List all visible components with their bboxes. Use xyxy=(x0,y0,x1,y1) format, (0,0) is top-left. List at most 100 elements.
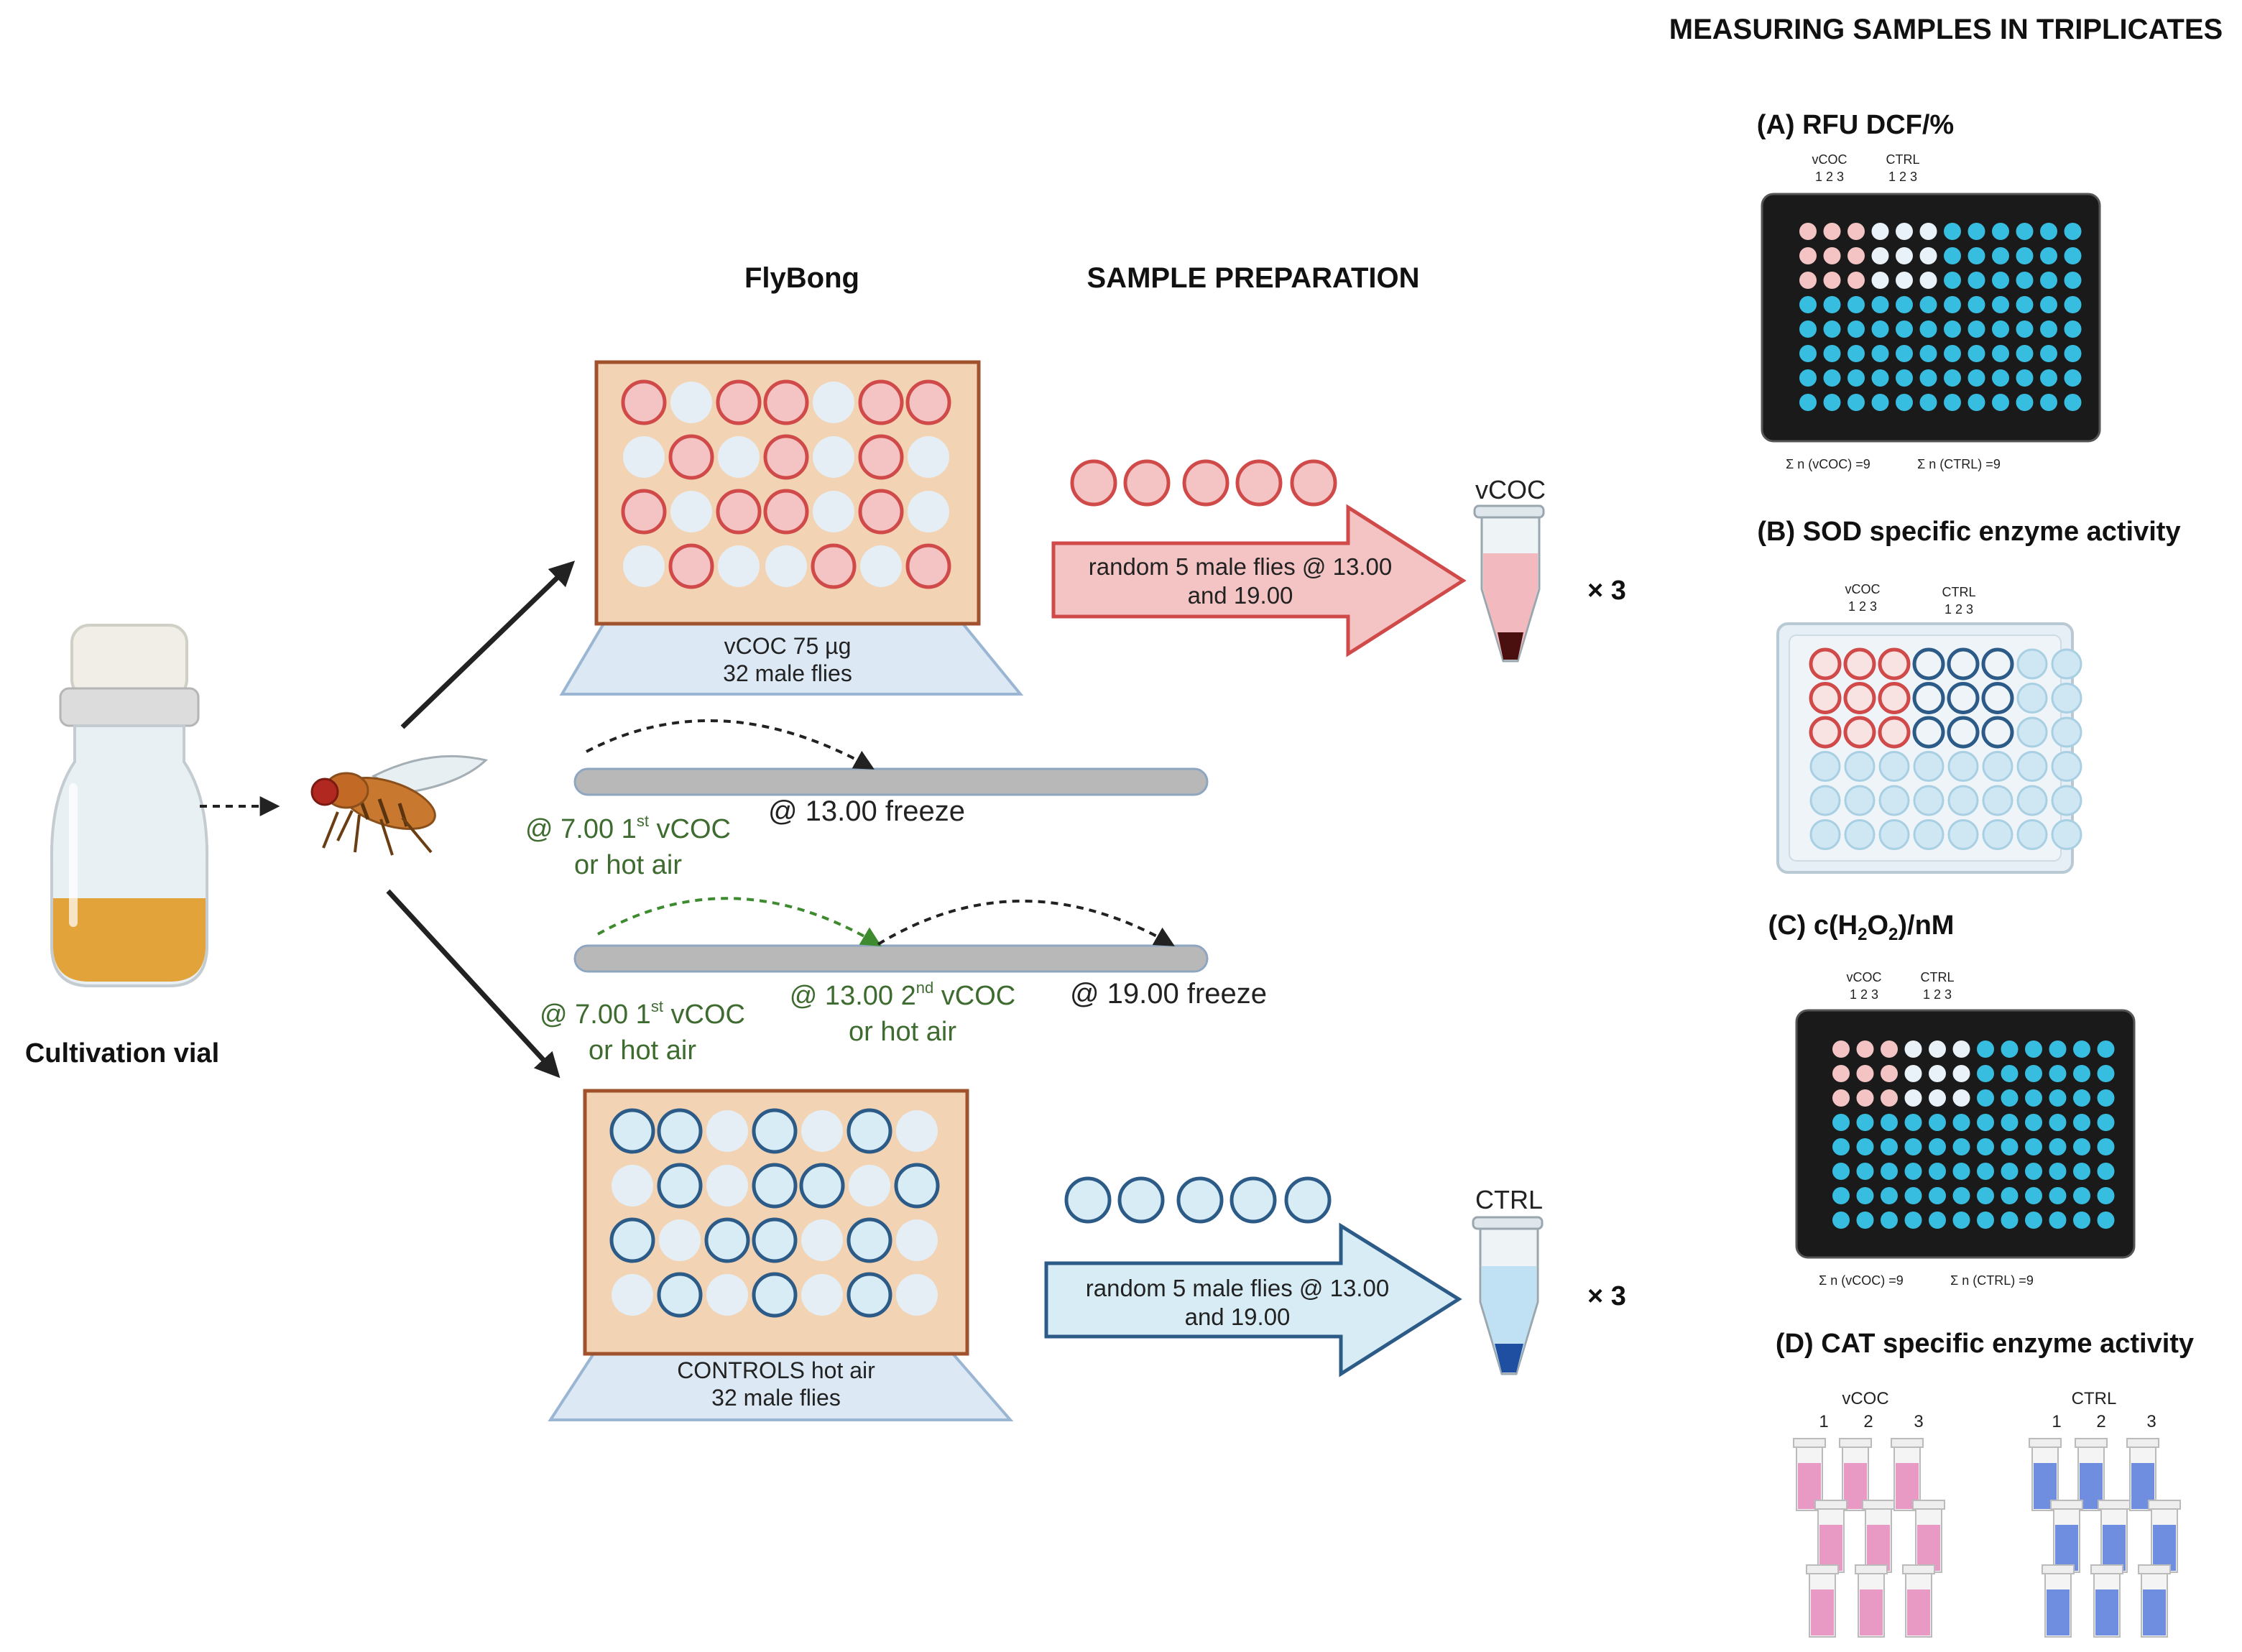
fly-well xyxy=(706,1274,748,1316)
plate-well xyxy=(2073,1138,2090,1155)
panel-d-g1-n2: 2 xyxy=(1863,1412,1873,1431)
flybong-header: FlyBong xyxy=(744,262,859,294)
plate-well xyxy=(2040,272,2057,289)
fly-well xyxy=(763,489,809,535)
panel-a-group1: vCOC xyxy=(1812,152,1847,167)
sod-well xyxy=(1947,785,1979,816)
plate-well xyxy=(1799,247,1817,264)
sod-well xyxy=(2051,751,2082,782)
plate-well xyxy=(1856,1114,1874,1131)
plate-well xyxy=(2097,1114,2115,1131)
vcoc-cuvettes xyxy=(1793,1438,1945,1638)
plate-well xyxy=(2097,1187,2115,1204)
sample-circle xyxy=(1284,1176,1332,1224)
plate-well xyxy=(2049,1187,2067,1204)
plate-well xyxy=(2049,1089,2067,1107)
plate-well xyxy=(2097,1065,2115,1082)
ctrl-times-label: × 3 xyxy=(1587,1281,1626,1311)
timeline2-mid-label: @ 13.00 2nd vCOC xyxy=(790,979,1015,1011)
timeline2-end-label: @ 19.00 freeze xyxy=(1070,978,1267,1010)
plate-well xyxy=(1967,272,1985,289)
fly-well xyxy=(801,1274,843,1316)
panel-c-group1: vCOC xyxy=(1847,970,1882,984)
plate-well xyxy=(1944,369,1961,387)
plate-well xyxy=(1823,320,1841,338)
plate-well xyxy=(2049,1163,2067,1180)
plate-well xyxy=(1832,1163,1850,1180)
plate-well xyxy=(1881,1065,1898,1082)
fly-well xyxy=(905,379,951,425)
plate-well xyxy=(1977,1114,1994,1131)
plate-well xyxy=(1896,320,1913,338)
plate-well xyxy=(2064,369,2082,387)
panel-d-g2-n2: 2 xyxy=(2096,1412,2105,1431)
fly-well xyxy=(813,436,854,478)
plate-well xyxy=(2016,223,2034,240)
plate-well xyxy=(2001,1089,2019,1107)
plate-well xyxy=(2049,1040,2067,1058)
plate-well xyxy=(1904,1212,1922,1229)
plate-well xyxy=(1944,223,1961,240)
cuvette-icon xyxy=(2148,1500,2181,1573)
sample-circle xyxy=(1070,459,1117,507)
sod-well xyxy=(1843,716,1876,749)
plate-well xyxy=(1832,1114,1850,1131)
panel-a-group2-nums: 1 2 3 xyxy=(1888,170,1917,184)
plate-well xyxy=(2049,1212,2067,1229)
fly-well xyxy=(609,1108,655,1154)
cuvette-icon xyxy=(1855,1564,1888,1638)
panel-b-group1: vCOC xyxy=(1845,582,1881,596)
sod-well xyxy=(1878,819,1910,850)
plate-well xyxy=(1823,247,1841,264)
cuvette-icon xyxy=(2050,1500,2083,1573)
fruit-fly-icon xyxy=(310,755,489,856)
vcoc-tube-icon xyxy=(1473,504,1545,663)
sod-well xyxy=(1982,751,2013,782)
sod-well xyxy=(2051,819,2082,850)
cultivation-vial-icon xyxy=(50,624,209,987)
plate-well xyxy=(2097,1089,2115,1107)
timeline2-start-label-line2: or hot air xyxy=(589,1035,696,1066)
fly-well xyxy=(908,491,949,532)
sod-well xyxy=(1809,716,1842,749)
fly-well xyxy=(623,545,665,587)
sod-well xyxy=(1878,647,1911,680)
sample-circle xyxy=(1117,1176,1165,1224)
cuvette-icon xyxy=(1806,1564,1839,1638)
fly-well xyxy=(908,436,949,478)
plate-well xyxy=(1944,296,1961,313)
fly-well xyxy=(896,1274,938,1316)
panel-b-group1-nums: 1 2 3 xyxy=(1848,599,1877,614)
plate-well xyxy=(1799,345,1817,362)
plate-well xyxy=(1992,247,2009,264)
plate-well xyxy=(1967,394,1985,411)
measuring-header: MEASURING SAMPLES IN TRIPLICATES xyxy=(1669,14,2223,45)
plate-well xyxy=(1881,1212,1898,1229)
fly-well xyxy=(849,1165,890,1206)
sod-well xyxy=(1947,647,1980,680)
plate-well xyxy=(1847,369,1865,387)
plate-well xyxy=(1929,1187,1946,1204)
plate-well xyxy=(2073,1040,2090,1058)
sample-circle xyxy=(1123,459,1171,507)
ctrl-fly-wells xyxy=(609,1108,940,1318)
plate-well xyxy=(1823,394,1841,411)
vcoc-tube-label: vCOC xyxy=(1475,475,1546,504)
fly-well xyxy=(668,543,714,589)
fly-well xyxy=(846,1217,892,1263)
fly-well xyxy=(623,436,665,478)
sod-well xyxy=(1843,647,1876,680)
sod-well xyxy=(2016,785,2048,816)
plate-well xyxy=(1896,345,1913,362)
fly-well xyxy=(752,1108,798,1154)
fly-well xyxy=(763,379,809,425)
plate-well xyxy=(1929,1089,1946,1107)
timeline1-end-label: @ 13.00 freeze xyxy=(768,795,965,827)
plate-well xyxy=(1871,320,1889,338)
sod-well xyxy=(1982,819,2013,850)
plate-well xyxy=(2073,1187,2090,1204)
plate-well xyxy=(1992,223,2009,240)
plate-well xyxy=(2001,1138,2019,1155)
plate-well xyxy=(1992,272,2009,289)
plate-well xyxy=(1871,247,1889,264)
